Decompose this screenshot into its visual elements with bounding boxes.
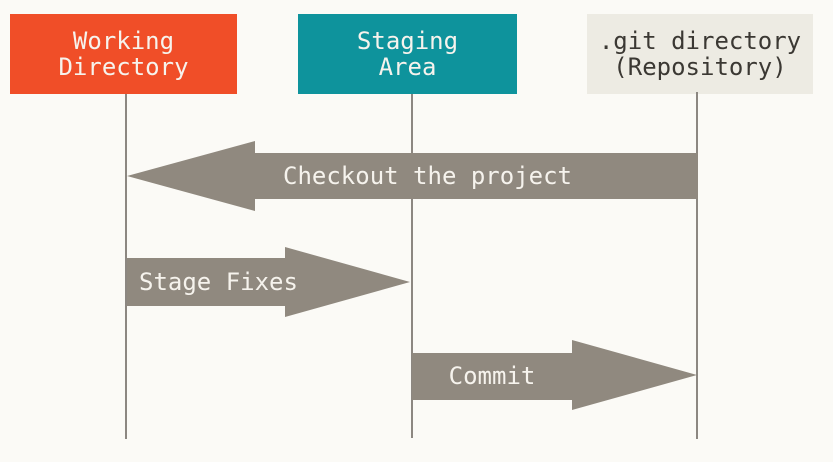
arrow-left-head	[127, 141, 255, 211]
column-header-staging-area: Staging Area	[298, 14, 517, 94]
arrow-right-head	[572, 340, 697, 410]
arrow-checkout-label: Checkout the project	[283, 162, 572, 190]
git-directory-label-line2: (Repository)	[613, 53, 787, 81]
working-directory-label-line1: Working	[72, 27, 175, 55]
arrow-commit: Commit	[412, 340, 697, 410]
working-directory-label-line2: Directory	[58, 53, 189, 81]
arrow-stage-fixes-label: Stage Fixes	[139, 268, 298, 296]
working-directory-lifeline	[125, 94, 127, 439]
arrow-body	[127, 258, 285, 306]
arrow-commit-label: Commit	[448, 362, 536, 390]
arrow-checkout-the-project: Checkout the project	[127, 141, 698, 211]
arrow-body	[255, 153, 698, 199]
staging-area-lifeline	[411, 94, 413, 438]
staging-area-label-line1: Staging	[356, 27, 459, 55]
git-directory-label-line1: .git directory	[598, 27, 802, 55]
arrow-body	[412, 353, 572, 400]
arrow-right-head	[285, 247, 410, 317]
staging-area-label-line2: Area	[378, 53, 437, 81]
column-header-working-directory: Working Directory	[10, 14, 237, 94]
git-directory-lifeline	[696, 92, 698, 439]
arrow-stage-fixes: Stage Fixes	[127, 247, 410, 317]
column-header-git-directory: .git directory (Repository)	[587, 14, 813, 94]
